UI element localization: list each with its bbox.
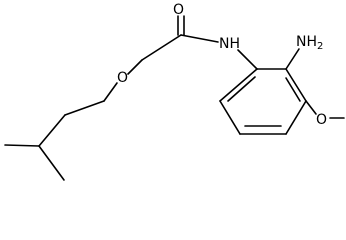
methoxy-o-bond bbox=[305, 100, 317, 115]
ring-double-bond-right bbox=[285, 77, 301, 102]
chain-bond-2 bbox=[38, 114, 66, 147]
amine-bond bbox=[285, 48, 300, 70]
chain-bond-1 bbox=[64, 100, 105, 116]
carbonyl-oxygen-label: O bbox=[173, 2, 184, 18]
carbonyl-ch2-bond bbox=[141, 34, 182, 61]
amine-subscript: 2 bbox=[317, 41, 323, 52]
ring-double-bond-left bbox=[227, 76, 256, 102]
amide-c-n-bond bbox=[180, 34, 219, 43]
amide-nh-label: NH bbox=[219, 36, 240, 52]
chain-bond-3 bbox=[4, 144, 40, 147]
ether-oxygen-label: O bbox=[117, 70, 128, 86]
chain-bond-4 bbox=[38, 145, 65, 181]
molecule-structure: O NH NH2 O O bbox=[4, 2, 345, 181]
bonds bbox=[4, 15, 345, 181]
ring-bond-bottom-right bbox=[285, 100, 307, 135]
atom-labels: O NH NH2 O O bbox=[117, 2, 327, 128]
n-ring-bond bbox=[237, 49, 258, 70]
ring-bond-top-left bbox=[219, 68, 258, 102]
ether-o-chain-bond bbox=[103, 82, 118, 102]
ring-bond-top-right bbox=[285, 68, 307, 102]
methoxy-oxygen-label: O bbox=[316, 112, 327, 128]
amine-element: NH bbox=[296, 34, 317, 50]
ch2-ether-o-bond bbox=[127, 59, 143, 75]
amine-label: NH2 bbox=[296, 34, 323, 52]
ring-bond-bottom-left bbox=[219, 100, 241, 135]
